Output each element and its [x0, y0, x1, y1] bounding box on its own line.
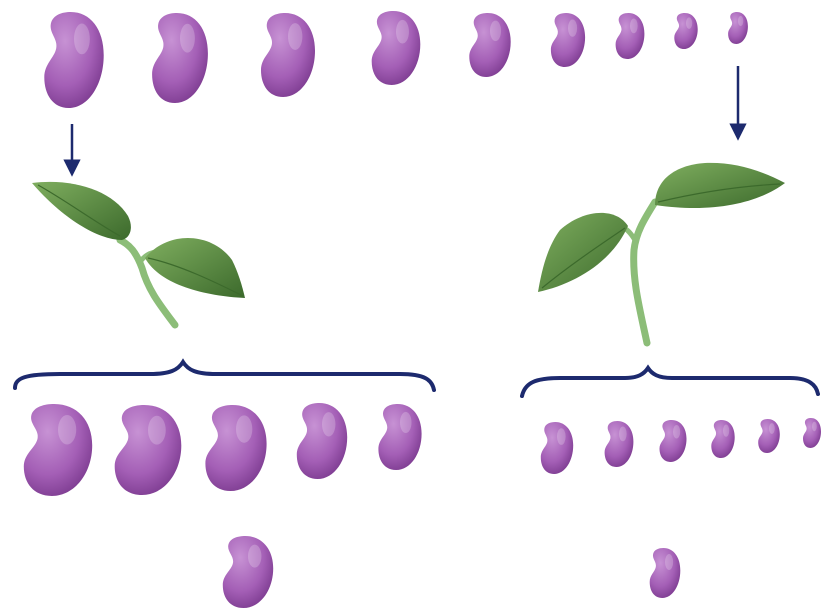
- parent-bean-2: [152, 13, 208, 103]
- parent-bean-9: [728, 12, 748, 44]
- left-offspring-bean-1-shape: [23, 404, 93, 496]
- parent-bean-8-highlight: [686, 17, 693, 29]
- left-offspring-bean-5-shape: [378, 404, 422, 470]
- right-offspring-bean-3-shape: [659, 420, 687, 462]
- parent-bean-9-shape: [728, 12, 748, 44]
- parent-bean-7: [615, 13, 645, 59]
- right-average-bean: [649, 548, 681, 598]
- left-offspring-bean-2: [114, 405, 182, 495]
- right-offspring-bean-5-highlight: [769, 423, 775, 434]
- right-offspring-beans: [540, 418, 821, 474]
- left-average-bean: [222, 536, 274, 608]
- right-offspring-bean-3: [659, 420, 687, 462]
- left-average-bean-shape-group: [222, 536, 274, 608]
- right-plant-leaf-left-vein: [541, 227, 626, 289]
- left-average-bean-shape-group-highlight: [248, 544, 262, 568]
- parent-bean-7-highlight: [630, 18, 638, 34]
- selection-arrows: [63, 66, 747, 177]
- right-plant-stem: [630, 198, 659, 347]
- parent-bean-1: [44, 12, 104, 108]
- right-offspring-bean-2-shape: [604, 421, 634, 467]
- left-plant-leaf-lower-vein: [147, 257, 244, 297]
- right-average-bean-shape-group-highlight: [665, 554, 674, 570]
- right-offspring-bean-2: [604, 421, 634, 467]
- left-offspring-bean-3-highlight: [236, 415, 253, 443]
- left-offspring-bean-5-highlight: [400, 411, 412, 434]
- parent-bean-5-highlight: [490, 20, 502, 42]
- right-plant-leaf-right: [655, 162, 785, 209]
- parent-bean-1-highlight: [74, 23, 90, 55]
- parent-bean-7-shape: [615, 13, 645, 59]
- left-plant-leaf-lower: [145, 237, 245, 298]
- parent-bean-9-highlight: [738, 15, 744, 27]
- parent-bean-2-shape: [152, 13, 208, 103]
- right-offspring-bean-2-highlight: [619, 426, 627, 442]
- right-average-bean-shape-group: [649, 548, 681, 598]
- parent-bean-3-highlight: [288, 23, 303, 50]
- parent-bean-4-highlight: [396, 19, 409, 44]
- left-average-bean-shape-group-shape: [222, 536, 274, 608]
- right-seedling-plant: [538, 162, 785, 347]
- parent-bean-5-shape: [469, 13, 511, 77]
- left-offspring-bean-5: [378, 404, 422, 470]
- right-offspring-bean-5: [758, 419, 780, 453]
- parent-bean-5: [469, 13, 511, 77]
- left-plant-stem: [116, 236, 179, 329]
- parent-bean-row: [44, 11, 748, 108]
- left-seedling-plant: [32, 181, 245, 329]
- right-offspring-brace: [520, 364, 820, 398]
- right-offspring-bean-4-shape: [711, 420, 735, 458]
- left-offspring-bean-4-highlight: [322, 412, 336, 437]
- left-offspring-bean-1-highlight: [58, 415, 77, 445]
- parent-bean-6-shape: [550, 13, 586, 67]
- right-offspring-bean-1: [540, 422, 574, 474]
- parent-bean-2-highlight: [180, 23, 195, 53]
- right-offspring-bean-1-shape: [540, 422, 574, 474]
- right-average-bean-shape-group-shape: [649, 548, 681, 598]
- right-plant-leaf-left: [538, 212, 628, 292]
- parent-bean-6-highlight: [568, 19, 578, 37]
- left-plant-leaf-upper-vein: [37, 184, 121, 237]
- left-offspring-beans: [23, 403, 422, 496]
- left-offspring-bean-3-shape: [205, 405, 267, 491]
- right-offspring-bean-6-highlight: [812, 421, 817, 432]
- right-offspring-bean-6-shape: [803, 418, 821, 448]
- parent-bean-3: [261, 13, 315, 97]
- parent-bean-8-shape: [674, 13, 698, 49]
- left-offspring-bean-4-shape: [296, 403, 348, 479]
- parent-bean-6: [550, 13, 586, 67]
- parent-bean-1-shape: [44, 12, 104, 108]
- parent-bean-8: [674, 13, 698, 49]
- right-offspring-bean-1-highlight: [557, 428, 566, 445]
- parent-bean-4-shape: [371, 11, 421, 85]
- left-offspring-bean-1: [23, 404, 93, 496]
- right-plant-leaf-right-vein: [657, 183, 781, 203]
- parent-bean-3-shape: [261, 13, 315, 97]
- right-offspring-bean-4-highlight: [723, 424, 730, 437]
- right-offspring-bean-4: [711, 420, 735, 458]
- left-offspring-bean-3: [205, 405, 267, 491]
- left-offspring-bean-2-highlight: [148, 415, 166, 445]
- right-offspring-bean-6: [803, 418, 821, 448]
- parent-bean-4: [371, 11, 421, 85]
- left-offspring-bean-2-shape: [114, 405, 182, 495]
- right-offspring-bean-5-shape: [758, 419, 780, 453]
- right-offspring-bean-3-highlight: [673, 425, 681, 439]
- left-offspring-bean-4: [296, 403, 348, 479]
- left-offspring-brace: [13, 358, 436, 392]
